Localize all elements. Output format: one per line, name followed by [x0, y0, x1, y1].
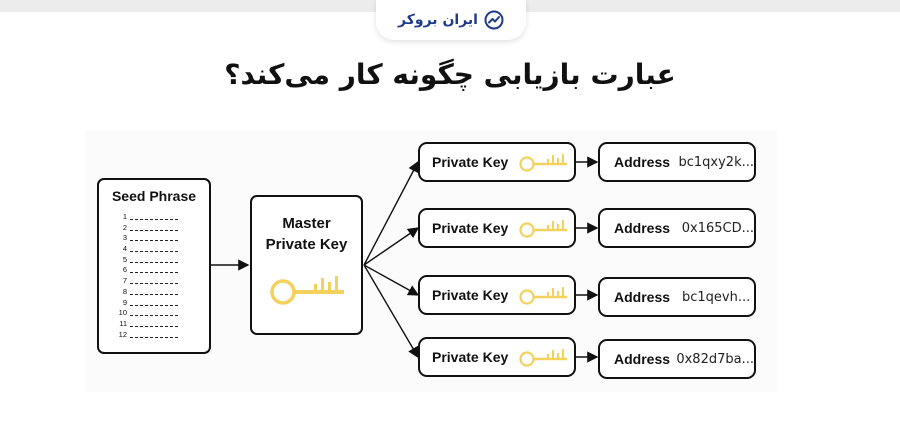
- seed-word-line: 7: [113, 276, 178, 287]
- seed-word-line: 12: [113, 330, 178, 341]
- seed-phrase-box: Seed Phrase 1 2 3 4 5 6 7 8 9 10 11 12: [97, 178, 211, 354]
- chart-trend-icon: [484, 10, 504, 30]
- address-value: bc1qevh...: [682, 289, 751, 305]
- seed-word-line: 1: [113, 212, 178, 223]
- key-icon: [519, 154, 567, 172]
- private-key-box: Private Key: [418, 142, 576, 182]
- key-icon: [270, 276, 344, 305]
- address-box: Address bc1qxy2k...: [598, 142, 756, 182]
- private-key-box: Private Key: [418, 208, 576, 248]
- master-private-key-box: Master Private Key: [250, 195, 363, 335]
- address-label: Address: [614, 154, 671, 170]
- master-key-label: Master Private Key: [265, 215, 348, 253]
- address-box: Address 0x82d7ba...: [598, 339, 756, 379]
- key-icon: [519, 220, 567, 238]
- seed-word-line: 3: [113, 233, 178, 244]
- address-value: bc1qxy2k...: [678, 154, 754, 170]
- seed-word-line: 4: [113, 244, 178, 255]
- private-key-label: Private Key: [432, 349, 509, 365]
- seed-word-list: 1 2 3 4 5 6 7 8 9 10 11 12: [113, 212, 178, 340]
- private-key-label: Private Key: [432, 220, 509, 236]
- address-label: Address: [614, 220, 671, 236]
- address-label: Address: [614, 351, 671, 367]
- page-title: عبارت بازیابی چگونه کار می‌کند؟: [224, 58, 676, 91]
- private-key-box: Private Key: [418, 275, 576, 315]
- address-label: Address: [614, 289, 671, 305]
- address-value: 0x165CD...: [681, 220, 754, 236]
- private-key-label: Private Key: [432, 287, 509, 303]
- seed-word-line: 11: [113, 319, 178, 330]
- brand-name: ایران بروکر: [398, 12, 478, 28]
- private-key-label: Private Key: [432, 154, 509, 170]
- key-icon: [519, 349, 567, 367]
- seed-word-line: 5: [113, 255, 178, 266]
- key-icon: [519, 287, 567, 305]
- address-value: 0x82d7ba...: [676, 351, 754, 367]
- address-box: Address 0x165CD...: [598, 208, 756, 248]
- seed-phrase-label: Seed Phrase: [111, 188, 197, 204]
- seed-word-line: 2: [113, 223, 178, 234]
- private-key-box: Private Key: [418, 337, 576, 377]
- seed-word-line: 8: [113, 287, 178, 298]
- seed-word-line: 10: [113, 308, 178, 319]
- seed-word-line: 6: [113, 265, 178, 276]
- brand-tab[interactable]: ایران بروکر: [376, 0, 526, 40]
- seed-word-line: 9: [113, 298, 178, 309]
- address-box: Address bc1qevh...: [598, 277, 756, 317]
